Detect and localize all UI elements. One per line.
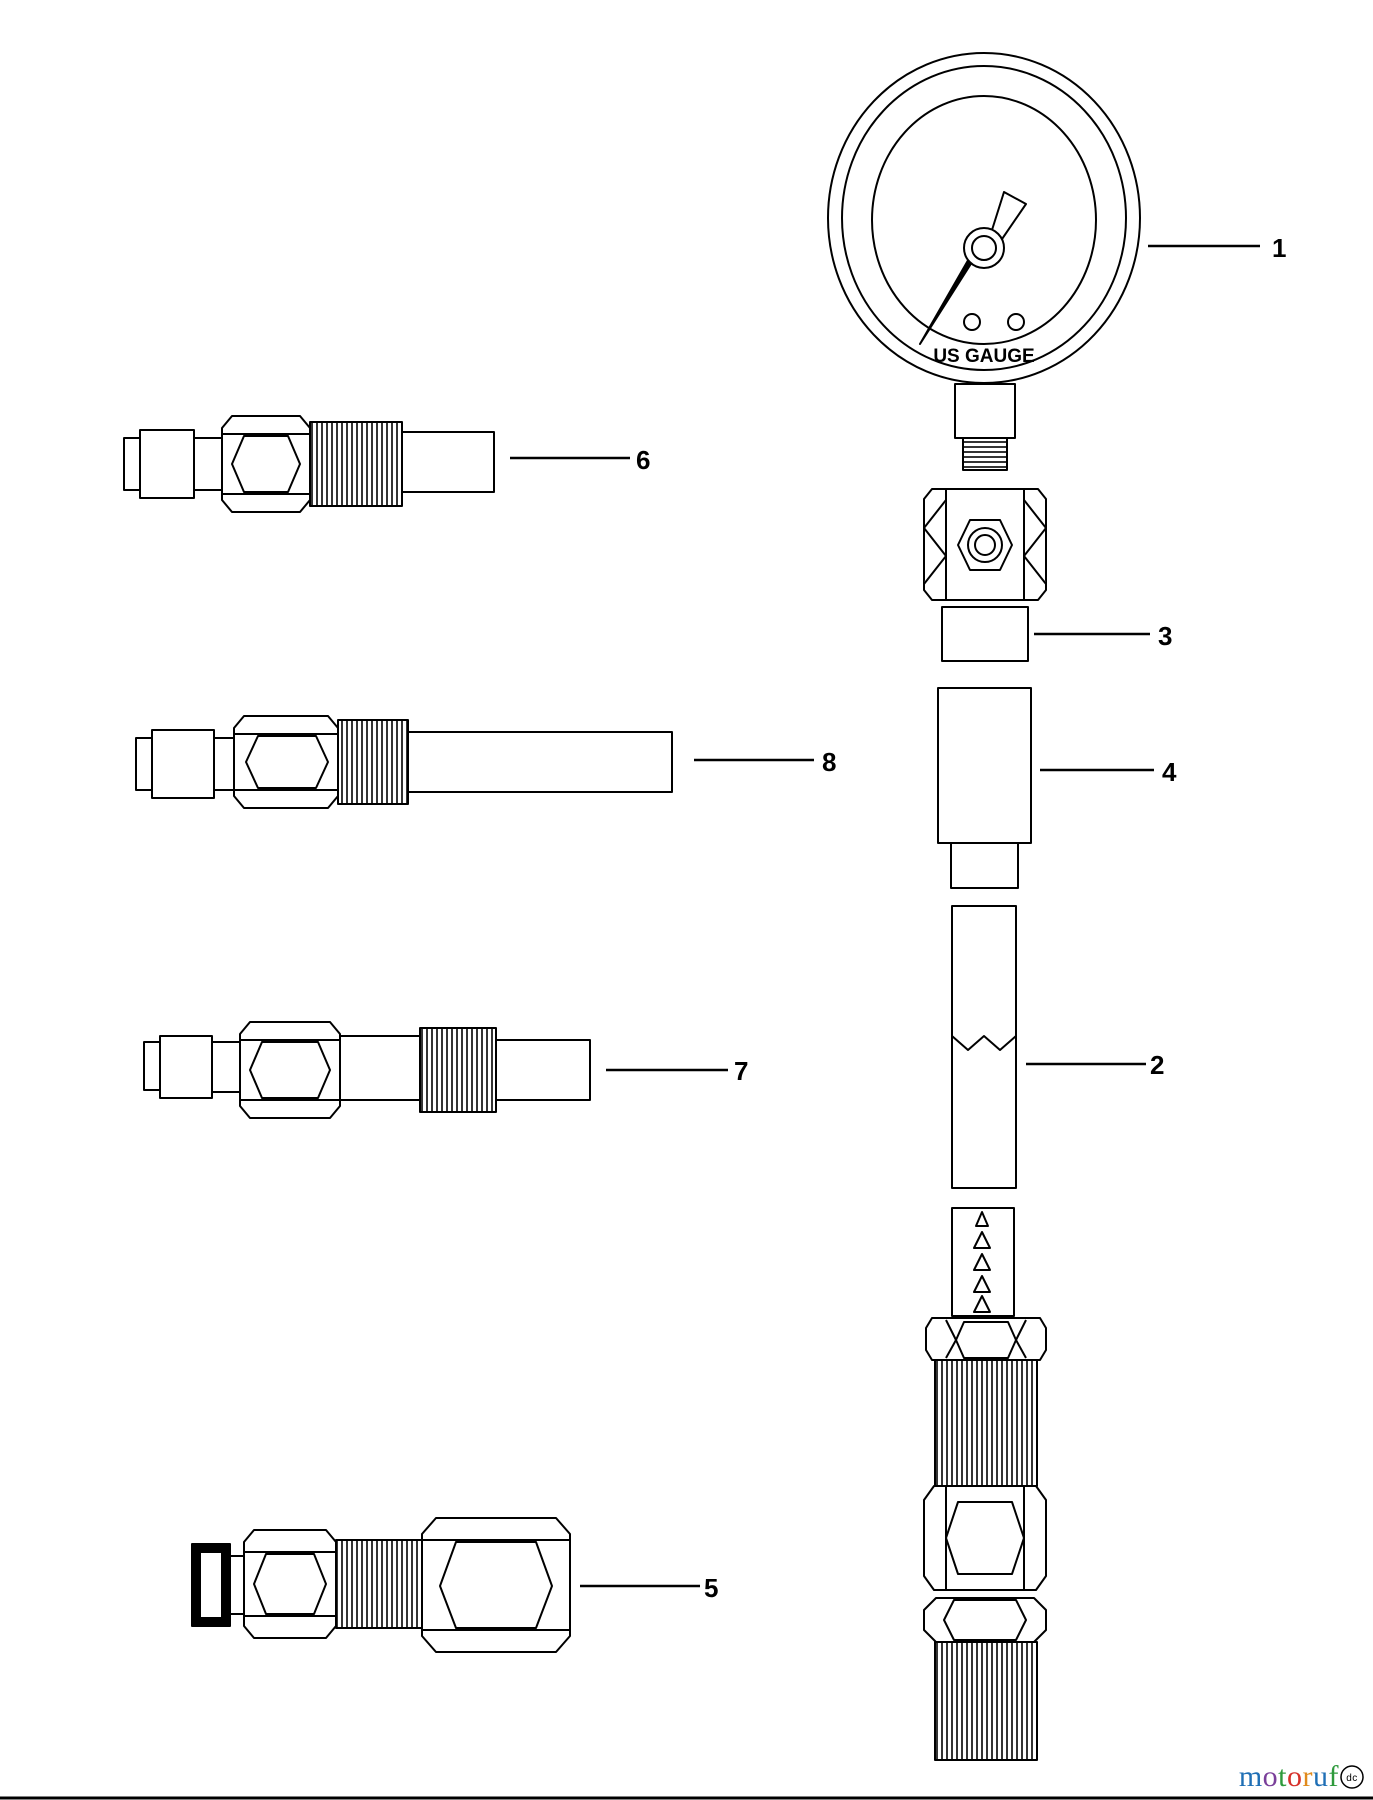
callout-3: 3 bbox=[1158, 621, 1172, 651]
hose-part-2 bbox=[951, 905, 1017, 1189]
hose-end-part-8 bbox=[135, 715, 673, 809]
watermark-letters: motoruf bbox=[1239, 1760, 1339, 1794]
watermark-letter: r bbox=[1302, 1760, 1313, 1793]
svg-text:dc: dc bbox=[1346, 1773, 1358, 1784]
sleeve-part-4 bbox=[937, 687, 1032, 889]
callout-6: 6 bbox=[636, 445, 650, 475]
coupler-part-5 bbox=[191, 1517, 571, 1653]
watermark-letter: o bbox=[1287, 1760, 1303, 1793]
callout-8: 8 bbox=[822, 747, 836, 777]
watermark-letter: f bbox=[1328, 1760, 1339, 1793]
callout-2: 2 bbox=[1150, 1050, 1164, 1080]
hex-coupler-part-3 bbox=[923, 488, 1047, 662]
callout-4: 4 bbox=[1162, 757, 1177, 787]
callout-7: 7 bbox=[734, 1056, 748, 1086]
callout-5: 5 bbox=[704, 1573, 718, 1603]
barbed-fitting bbox=[925, 1207, 1047, 1487]
watermark-letter: o bbox=[1262, 1760, 1279, 1793]
hex-nut-assembly bbox=[923, 1485, 1047, 1761]
gauge-brand-label: US GAUGE bbox=[933, 346, 1034, 367]
leader-lines bbox=[510, 244, 1260, 1588]
gauge-part-1: US GAUGE bbox=[827, 52, 1141, 471]
watermark-letter: t bbox=[1278, 1760, 1287, 1793]
watermark-letter: m bbox=[1238, 1760, 1263, 1793]
watermark-badge: dc bbox=[1340, 1765, 1364, 1789]
hose-end-part-6 bbox=[123, 415, 495, 513]
callout-1: 1 bbox=[1272, 233, 1286, 263]
hose-end-part-7 bbox=[143, 1021, 591, 1119]
watermark-letter: u bbox=[1313, 1760, 1329, 1793]
